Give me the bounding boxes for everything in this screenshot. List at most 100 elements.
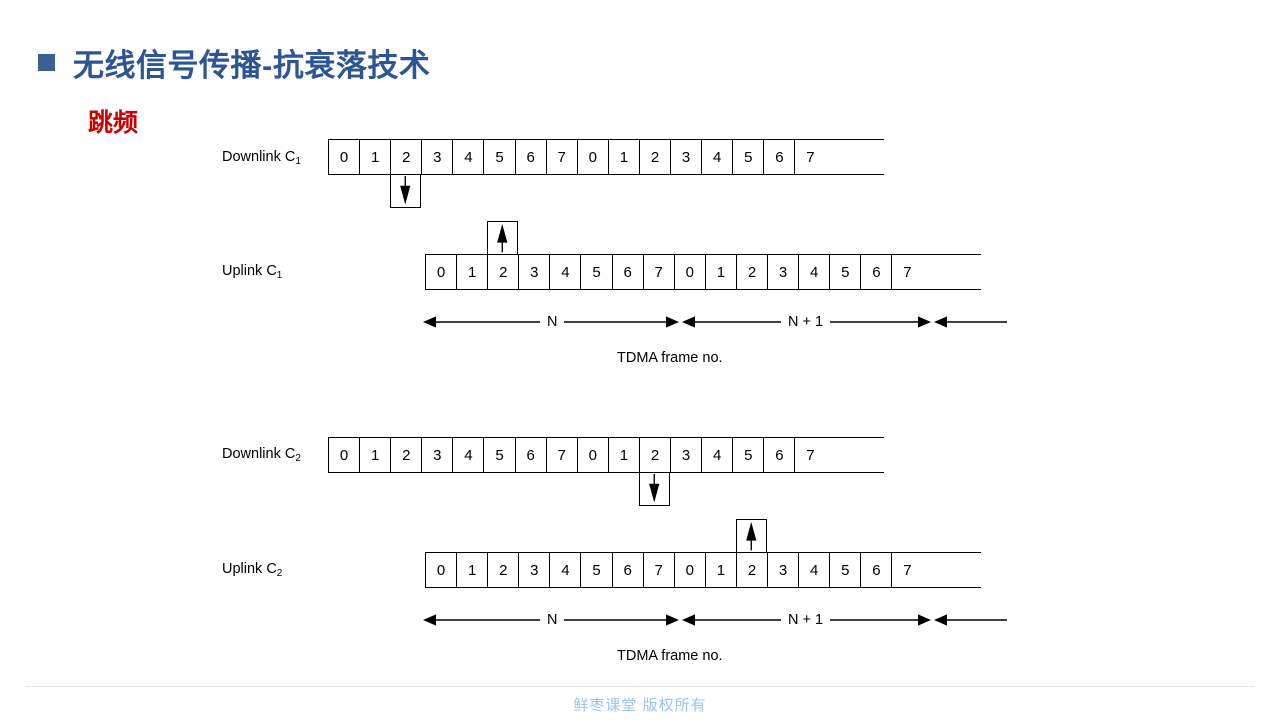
time-slot-cell: 2	[390, 437, 422, 473]
frame-span-label-n1-2: N + 1	[781, 612, 831, 628]
time-slot-cell: 0	[328, 437, 360, 473]
strip-open-tail	[825, 437, 884, 473]
row-label-uplink-c2: Uplink C2	[222, 561, 283, 579]
frame-dimension-line-2	[423, 612, 1007, 628]
time-slot-cell: 1	[456, 254, 488, 290]
time-slot-cell: 7	[545, 437, 577, 473]
hop-arrow-down-c1	[390, 174, 422, 208]
time-slot-cell: 7	[642, 552, 674, 588]
time-slot-cell: 0	[328, 139, 360, 175]
time-slot-cell: 2	[487, 254, 519, 290]
time-slot-cell: 1	[607, 437, 639, 473]
time-slot-cell: 3	[670, 139, 702, 175]
time-slot-cell: 6	[860, 254, 892, 290]
tdma-frame-caption-2: TDMA frame no.	[617, 648, 723, 664]
time-slot-cell: 4	[549, 552, 581, 588]
bullet-square-icon	[38, 54, 55, 71]
frame-span-label-n-2: N	[540, 612, 565, 628]
time-slot-cell: 6	[763, 437, 795, 473]
row-label-downlink-c1-sub: 1	[295, 156, 301, 167]
time-slot-cell: 7	[545, 139, 577, 175]
time-slot-cell: 3	[767, 552, 799, 588]
time-slot-cell: 6	[763, 139, 795, 175]
time-slot-cell: 5	[580, 254, 612, 290]
time-slot-cell: 3	[767, 254, 799, 290]
time-slot-cell: 5	[580, 552, 612, 588]
row-label-uplink-c2-sub: 2	[276, 568, 283, 579]
time-slot-cell: 3	[421, 139, 453, 175]
time-slot-cell: 6	[514, 139, 546, 175]
time-slot-cell: 5	[829, 552, 861, 588]
time-slot-cell: 0	[576, 437, 608, 473]
hop-arrow-up-c1	[487, 221, 519, 255]
time-slot-cell: 4	[701, 139, 733, 175]
row-label-uplink-c2-text: Uplink C	[222, 561, 277, 577]
time-slot-cell: 6	[860, 552, 892, 588]
time-slot-cell: 5	[483, 437, 515, 473]
strip-open-tail	[922, 552, 981, 588]
slide-header: 无线信号传播-抗衰落技术	[38, 40, 430, 85]
time-slot-cell: 1	[359, 437, 391, 473]
row-label-downlink-c1: Downlink C1	[222, 149, 301, 167]
time-slot-cell: 1	[359, 139, 391, 175]
page-title: 无线信号传播-抗衰落技术	[73, 48, 431, 83]
time-slot-cell: 4	[798, 254, 830, 290]
time-slot-cell: 4	[549, 254, 581, 290]
time-slot-cell: 2	[735, 254, 768, 290]
tdma-frame-caption-1: TDMA frame no.	[617, 350, 723, 366]
time-slot-cell: 4	[701, 437, 733, 473]
time-slot-cell: 7	[794, 437, 826, 473]
row-label-downlink-c2-sub: 2	[295, 453, 301, 464]
time-slot-cell: 1	[704, 254, 736, 290]
row-label-uplink-c1-sub: 1	[276, 270, 283, 281]
row-label-uplink-c1: Uplink C1	[222, 263, 283, 281]
time-slot-cell: 4	[452, 437, 484, 473]
hop-arrow-down-c2	[639, 472, 671, 506]
section-subtitle: 跳频	[88, 109, 139, 137]
time-slot-cell: 3	[518, 552, 550, 588]
time-slot-cell: 0	[576, 139, 608, 175]
time-slot-cell: 0	[673, 552, 705, 588]
time-slot-cell: 2	[638, 437, 671, 473]
time-slot-cell: 2	[487, 552, 519, 588]
time-slot-cell: 7	[642, 254, 674, 290]
frame-dimension-line-1	[423, 314, 1007, 330]
time-slot-cell: 3	[518, 254, 550, 290]
time-slot-cell: 0	[425, 552, 457, 588]
time-slot-cell: 5	[732, 139, 764, 175]
time-slot-cell: 1	[456, 552, 488, 588]
time-slot-cell: 1	[704, 552, 736, 588]
strip-open-tail	[825, 139, 884, 175]
time-slot-cell: 0	[673, 254, 705, 290]
footer-divider	[26, 686, 1254, 687]
time-slot-cell: 6	[514, 437, 546, 473]
time-slot-cell: 4	[798, 552, 830, 588]
time-slot-cell: 7	[891, 254, 923, 290]
time-slot-cell: 1	[607, 139, 639, 175]
footer-copyright: 鲜枣课堂 版权所有	[573, 697, 707, 714]
time-slot-cell: 2	[390, 139, 422, 175]
time-slot-cell: 2	[735, 552, 768, 588]
time-slot-cell: 4	[452, 139, 484, 175]
row-label-downlink-c1-text: Downlink C	[222, 149, 296, 165]
time-slot-cell: 7	[794, 139, 826, 175]
row-label-uplink-c1-text: Uplink C	[222, 263, 277, 279]
time-slot-cell: 3	[670, 437, 702, 473]
time-slot-cell: 0	[425, 254, 457, 290]
row-label-downlink-c2-text: Downlink C	[222, 446, 296, 462]
time-slot-cell: 6	[611, 552, 643, 588]
hop-arrow-up-c2	[736, 519, 768, 553]
time-slot-cell: 7	[891, 552, 923, 588]
time-slot-cell: 5	[829, 254, 861, 290]
frame-span-label-n1-1: N + 1	[781, 314, 831, 330]
time-slot-cell: 3	[421, 437, 453, 473]
time-slot-cell: 5	[732, 437, 764, 473]
time-slot-cell: 5	[483, 139, 515, 175]
time-slot-cell: 2	[638, 139, 671, 175]
row-label-downlink-c2: Downlink C2	[222, 446, 301, 464]
frame-span-label-n-1: N	[540, 314, 565, 330]
